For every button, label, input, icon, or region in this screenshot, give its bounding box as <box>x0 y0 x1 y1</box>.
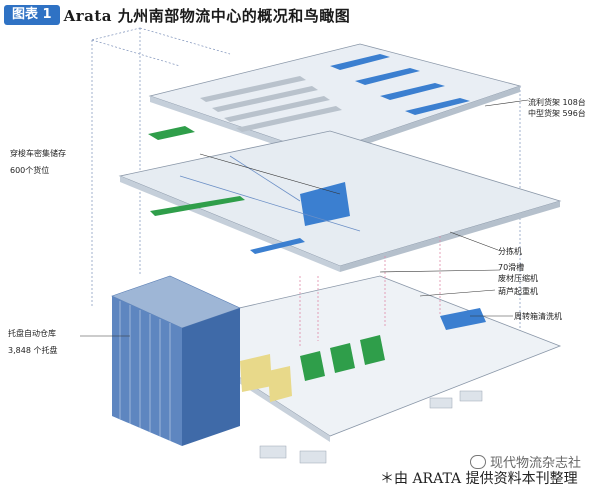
figure-header: 图表 1 Arata 九州南部物流中心的概况和鸟瞰图 <box>4 4 350 26</box>
isometric-warehouse-diagram <box>80 27 562 464</box>
pallet-automated-warehouse <box>111 275 241 446</box>
callout-pallet-warehouse: 托盘自动仓库 3,848 个托盘 <box>8 328 57 356</box>
label-hoist: 葫芦起重机 <box>498 287 538 296</box>
label-pallet-title: 托盘自动仓库 <box>8 329 56 338</box>
wechat-icon <box>470 454 486 469</box>
vertical-conveyors <box>299 236 441 346</box>
label-pallet-qty: 3,848 个托盘 <box>8 346 58 355</box>
label-chute: 70滑槽 <box>498 263 525 272</box>
leader-lines <box>80 99 529 337</box>
label-medium-rack: 中型货架 596台 <box>528 109 586 118</box>
top-floor <box>148 43 522 160</box>
label-sorter: 分拣机 <box>498 247 522 256</box>
callout-shuttle: 穿梭车密集储存 600个货位 <box>10 148 66 176</box>
label-flow-rack: 流利货架 108台 <box>528 98 586 107</box>
figure-tag: 图表 1 <box>4 5 60 25</box>
watermark: 现代物流杂志社 <box>470 452 581 471</box>
middle-floor <box>118 130 562 272</box>
watermark-text: 现代物流杂志社 <box>490 456 582 471</box>
label-shuttle-title: 穿梭车密集储存 <box>10 149 66 158</box>
label-box-washer: 周转箱清洗机 <box>514 312 562 321</box>
figure-title: Arata 九州南部物流中心的概况和鸟瞰图 <box>63 6 351 25</box>
label-shuttle-qty: 600个货位 <box>10 166 50 175</box>
callout-chute-compactor: 70滑槽 废材压缩机 <box>498 262 538 284</box>
source-credit: ＊由 ARATA 提供资料本刊整理 <box>380 471 578 487</box>
label-compactor: 废材压缩机 <box>498 274 538 283</box>
callout-shelves: 流利货架 108台 中型货架 596台 <box>528 97 586 119</box>
